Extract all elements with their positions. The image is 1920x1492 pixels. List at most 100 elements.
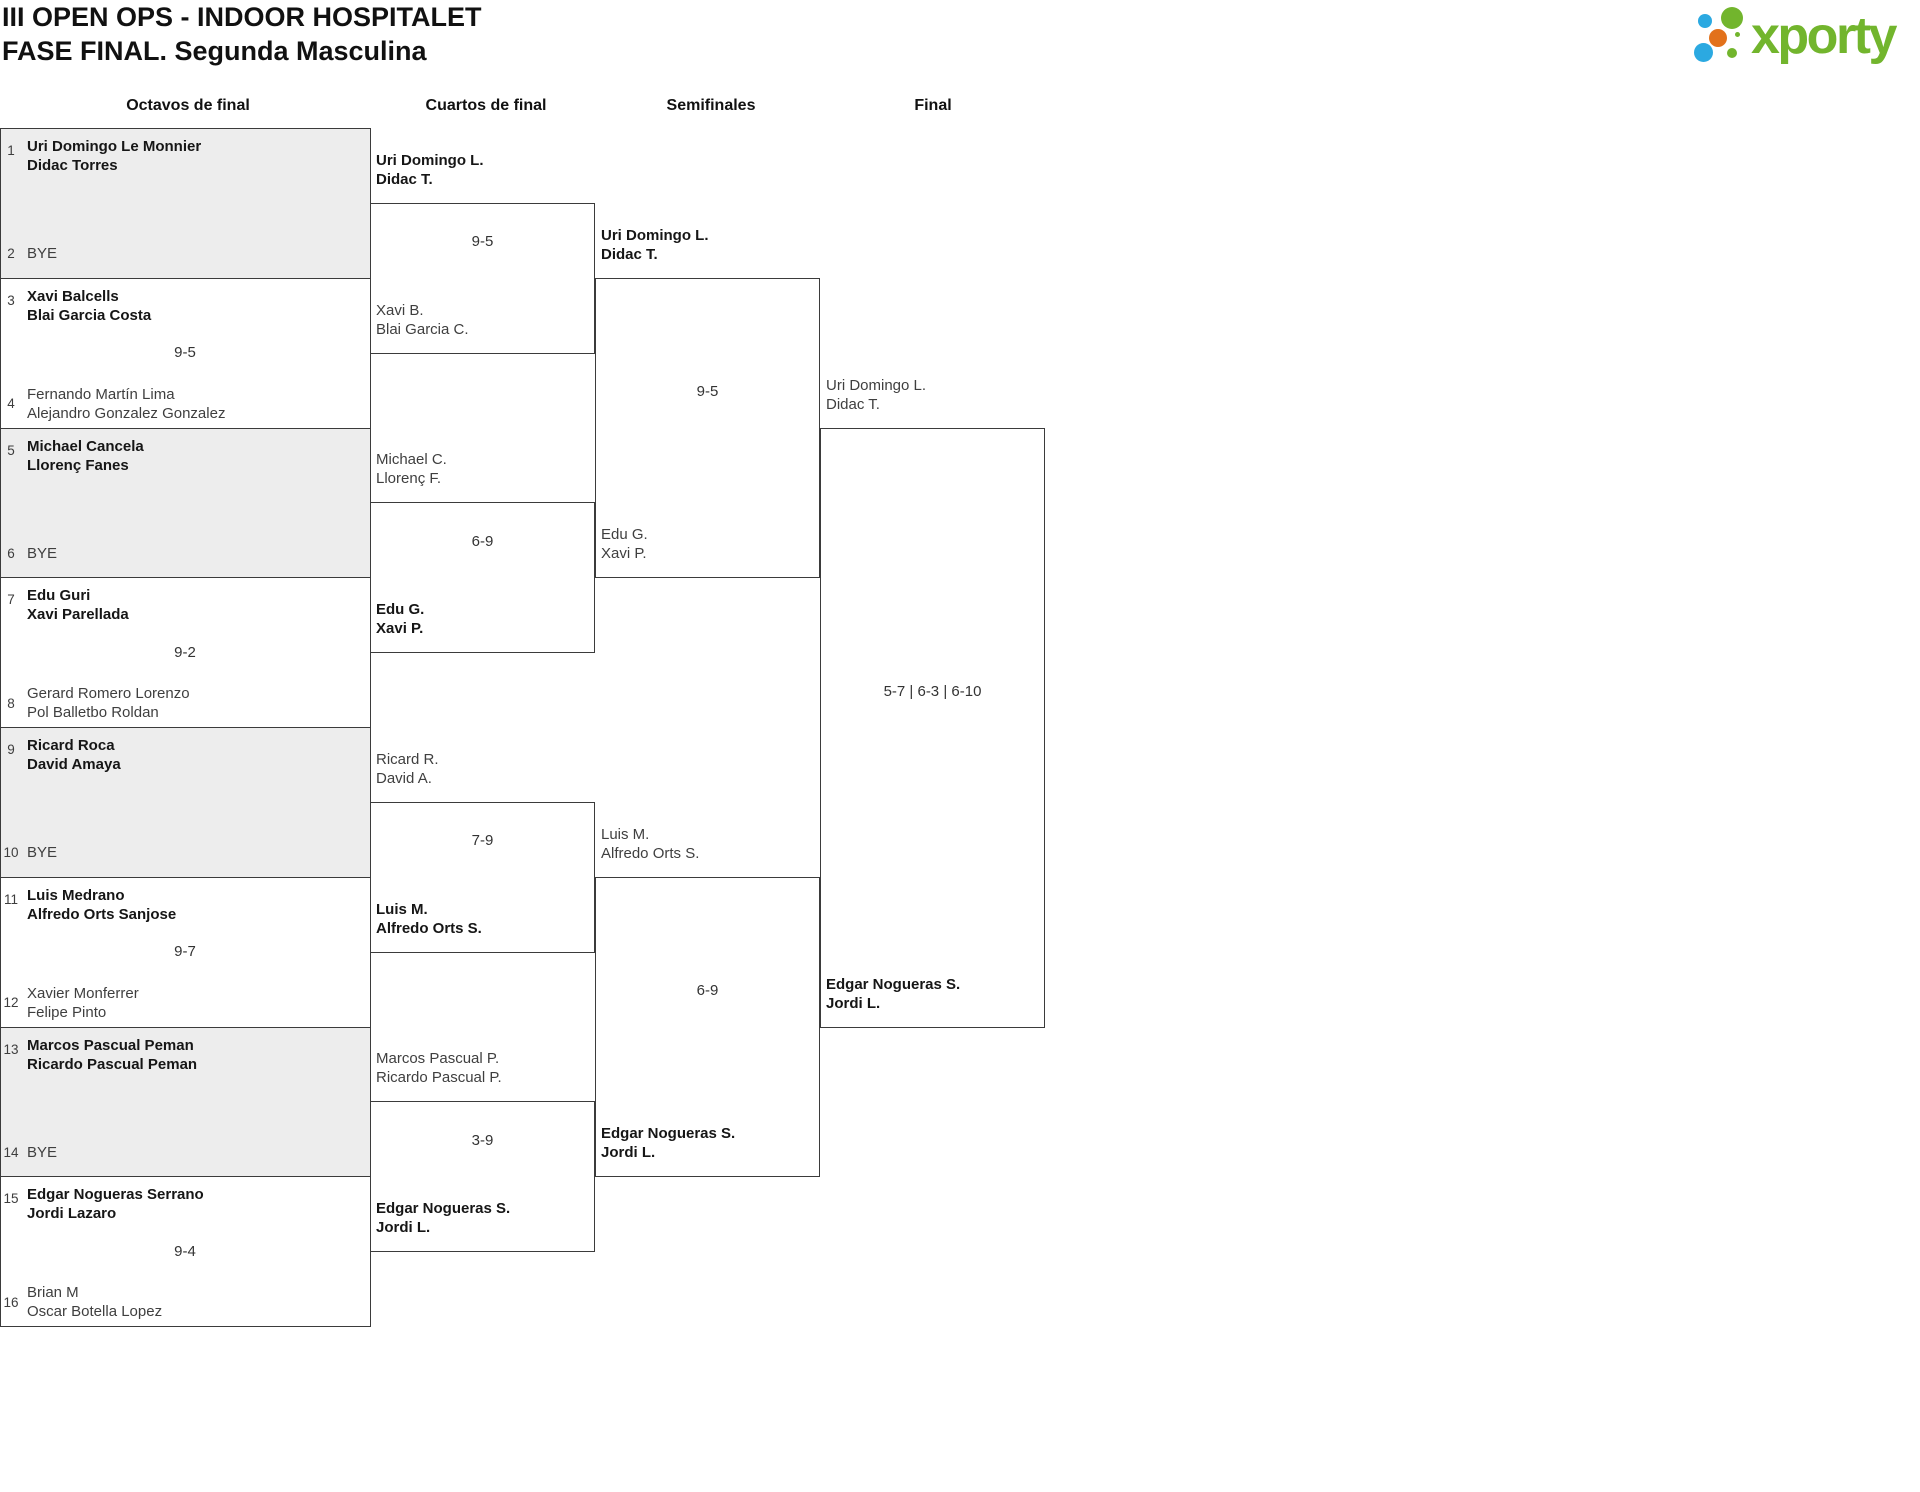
- semifinal-team-name: Edgar Nogueras S.: [601, 1125, 736, 1143]
- semifinal-team-name: Alfredo Orts S.: [601, 844, 700, 862]
- seed-number: 9: [7, 742, 15, 757]
- match-score: 9-4: [174, 1242, 196, 1260]
- quarterfinal-team-name: Jordi L.: [376, 1219, 431, 1237]
- match-score: 9-5: [174, 344, 196, 362]
- quarterfinal-team-name: Xavi B.: [376, 301, 424, 319]
- round-header-octavos: Octavos de final: [126, 97, 250, 114]
- final-match-box: [820, 427, 1045, 1028]
- octavos-team-name: Ricardo Pascual Peman: [27, 1055, 198, 1073]
- seed-number: 2: [7, 246, 15, 262]
- logo-dot-orange: [1709, 29, 1727, 47]
- quarterfinal-team-name: Llorenç F.: [376, 470, 442, 488]
- seed-number: 3: [7, 292, 15, 308]
- octavos-team-name: Jordi Lazaro: [27, 1205, 117, 1223]
- match-score: 6-9: [696, 982, 719, 999]
- semifinal-team-name: Xavi P.: [601, 545, 647, 563]
- bye-label: BYE: [27, 844, 58, 862]
- grid-line: [0, 277, 371, 279]
- final-team-name: Edgar Nogueras S.: [826, 975, 961, 993]
- semifinal-team-name: Jordi L.: [601, 1144, 656, 1162]
- semifinal-team-name: Uri Domingo L.: [601, 226, 709, 244]
- seed-number: 6: [7, 545, 15, 561]
- bye-label: BYE: [27, 544, 58, 562]
- phase-name: FASE FINAL. Segunda Masculina: [2, 36, 427, 66]
- seed-number: 1: [7, 143, 15, 158]
- quarterfinal-team-name: Didac T.: [376, 170, 433, 188]
- seed-number: 10: [3, 845, 19, 861]
- seed-number: 7: [7, 592, 15, 608]
- octavos-team-name: Felipe Pinto: [27, 1003, 107, 1021]
- logo-dot-green-large: [1721, 7, 1743, 29]
- seed-number: 5: [7, 442, 15, 458]
- quarterfinal-match-box: [370, 202, 595, 354]
- octavos-team-name: Oscar Botella Lopez: [27, 1303, 163, 1320]
- octavos-team-name: Michael Cancela: [27, 437, 144, 455]
- match-score: 6-9: [471, 532, 494, 550]
- seed-number: 14: [3, 1144, 19, 1160]
- octavos-team-name: Xavi Parellada: [27, 606, 129, 624]
- seed-number: 15: [3, 1191, 19, 1207]
- quarterfinal-match-box: [370, 1101, 595, 1253]
- quarterfinal-team-name: Edu G.: [376, 601, 425, 619]
- match-score: 9-7: [174, 943, 196, 961]
- round-header-semifinales: Semifinales: [666, 97, 756, 114]
- quarterfinal-team-name: Luis M.: [376, 900, 428, 918]
- seed-number: 16: [3, 1294, 19, 1310]
- match-score: 9-5: [471, 233, 494, 251]
- grid-line: [0, 427, 371, 429]
- octavos-team-name: Luis Medrano: [27, 886, 125, 904]
- octavos-shaded-block: [0, 128, 370, 278]
- quarterfinal-team-name: Xavi P.: [376, 620, 424, 638]
- octavos-team-name: Alfredo Orts Sanjose: [27, 905, 177, 923]
- semifinal-match-box: [595, 876, 820, 1178]
- round-header-final: Final: [914, 97, 952, 114]
- octavos-team-name: Xavi Balcells: [27, 287, 119, 305]
- grid-line: [0, 1026, 371, 1028]
- quarterfinal-match-box: [370, 502, 595, 654]
- quarterfinal-team-name: Edgar Nogueras S.: [376, 1200, 511, 1218]
- grid-line: [370, 128, 371, 1327]
- octavos-team-name: Brian M: [27, 1284, 79, 1301]
- seed-number: 8: [7, 695, 15, 711]
- final-team-name: Uri Domingo L.: [826, 376, 927, 394]
- grid-line: [0, 876, 371, 878]
- octavos-team-name: Llorenç Fanes: [27, 456, 129, 474]
- quarterfinal-team-name: Ricard R.: [376, 750, 439, 768]
- logo-dot-green-small: [1727, 48, 1737, 58]
- seed-number: 11: [3, 891, 18, 907]
- semifinal-team-name: Edu G.: [601, 526, 648, 544]
- quarterfinal-match-box: [370, 801, 595, 953]
- quarterfinal-team-name: David A.: [376, 769, 432, 787]
- semifinal-team-name: Didac T.: [601, 245, 658, 263]
- grid-line: [0, 1326, 371, 1327]
- logo-dot-blue-small: [1698, 14, 1712, 28]
- octavos-shaded-block: [0, 1026, 370, 1177]
- match-score: 3-9: [471, 1131, 494, 1149]
- octavos-team-name: Uri Domingo Le Monnier: [27, 138, 202, 155]
- final-team-name: Didac T.: [826, 395, 880, 413]
- octavos-team-name: David Amaya: [27, 756, 121, 773]
- quarterfinal-team-name: Ricardo Pascual P.: [376, 1069, 502, 1087]
- grid-line: [0, 128, 371, 129]
- octavos-team-name: Edu Guri: [27, 587, 91, 605]
- octavos-team-name: Ricard Roca: [27, 737, 115, 754]
- octavos-team-name: Blai Garcia Costa: [27, 306, 152, 324]
- octavos-team-name: Pol Balletbo Roldan: [27, 704, 159, 721]
- semifinal-team-name: Luis M.: [601, 825, 650, 843]
- octavos-team-name: Fernando Martín Lima: [27, 385, 175, 403]
- octavos-team-name: Xavier Monferrer: [27, 984, 139, 1002]
- quarterfinal-team-name: Alfredo Orts S.: [376, 919, 482, 937]
- tournament-name: III OPEN OPS - INDOOR HOSPITALET: [2, 2, 482, 32]
- xporty-logo-text: xporty: [1751, 7, 1897, 65]
- octavos-team-name: Didac Torres: [27, 157, 118, 174]
- seed-number: 13: [3, 1041, 19, 1057]
- grid-line: [0, 577, 371, 579]
- octavos-team-name: Alejandro Gonzalez Gonzalez: [27, 404, 226, 422]
- octavos-team-name: Gerard Romero Lorenzo: [27, 685, 190, 702]
- match-score: 9-5: [696, 383, 719, 400]
- page-title: III OPEN OPS - INDOOR HOSPITALET FASE FI…: [2, 0, 482, 68]
- bye-label: BYE: [27, 245, 58, 263]
- logo-dot-green-tiny: [1735, 32, 1740, 37]
- final-team-name: Jordi L.: [826, 994, 881, 1012]
- seed-number: 4: [7, 396, 15, 411]
